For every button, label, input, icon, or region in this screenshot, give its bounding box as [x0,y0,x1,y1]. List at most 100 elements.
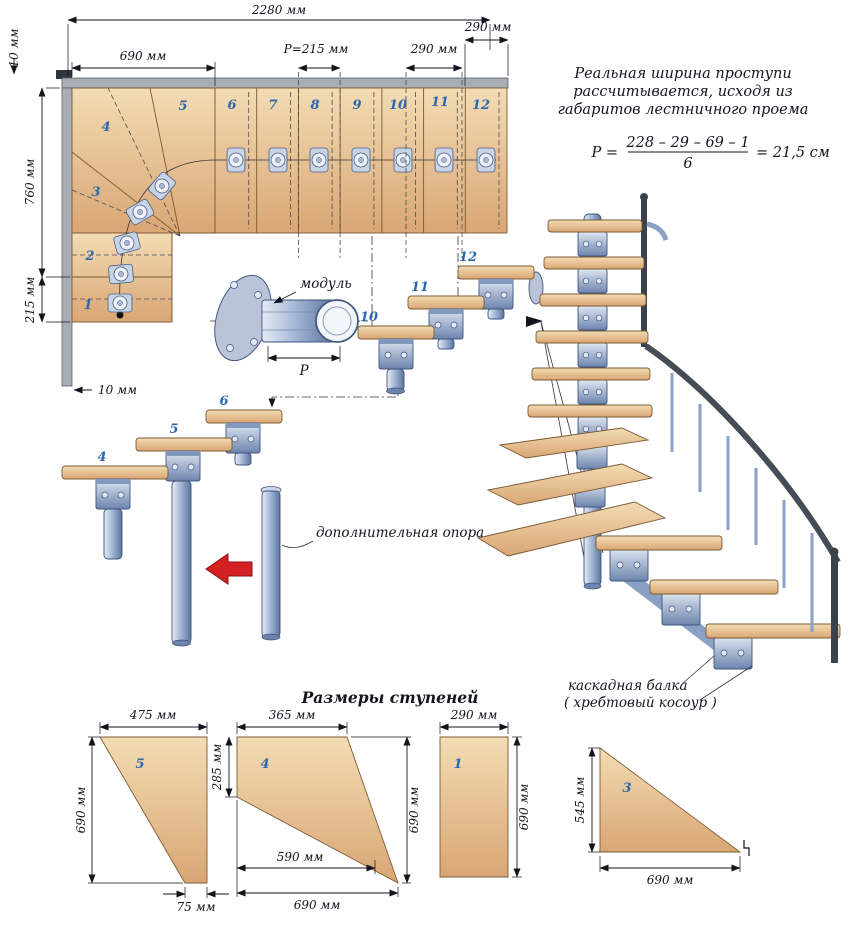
newel-post-top [641,199,647,347]
newel-post-bottom [831,555,838,663]
wall-top [61,77,509,89]
plan-step-numbers: 1 2 3 4 5 6 7 8 9 10 11 12 [83,95,490,313]
dimension-215: 215 мм [23,276,70,325]
step-number-2: 2 [84,249,94,264]
detail-number-11: 11 [411,280,429,295]
dim-290-label: 290 мм [410,42,458,56]
dimension-290: 290 мм [405,42,463,258]
size4-bottom-dim: 690 мм [294,898,341,912]
dimension-290-right: 290 мм [464,20,512,86]
walkline-start-dot [116,311,124,319]
detail-number-6: 6 [219,394,228,409]
dim-760-label: 760 мм [23,159,37,206]
size3-side-dim: 545 мм [573,777,587,824]
additional-support-label: дополнительная опора [316,525,484,541]
step-number-6: 6 [227,98,236,113]
step-number-10: 10 [389,98,407,113]
formula-denominator: 6 [683,156,692,172]
size5-side-dim: 690 мм [74,787,88,834]
module-detail: модуль Р [210,274,399,408]
tread-11 [407,295,485,310]
tread-4 [61,465,169,480]
size1-top-dim: 290 мм [450,708,498,722]
size3-number: 3 [622,781,631,796]
size4-number: 4 [260,757,269,772]
detail-steps-10-12: 12 11 10 [357,236,544,395]
step-number-9: 9 [352,98,361,113]
step-number-4: 4 [101,120,110,135]
size-step-5: 5 475 мм 690 мм 75 мм [74,708,229,914]
wall-corner [56,70,72,79]
step-number-3: 3 [91,185,100,200]
wall-left [61,87,73,387]
note-line-1: Реальная ширина проступи [573,66,791,82]
module-pipe-ring [315,299,359,343]
size4-inner-dim: 590 мм [277,850,324,864]
size5-top-dim: 475 мм [129,708,177,722]
red-arrow-icon [205,553,253,585]
column-modules [574,231,608,508]
dim-p215-label: Р=215 мм [283,42,349,56]
straight-treads [527,219,653,418]
leader-flag [526,316,543,327]
step-number-5: 5 [178,99,187,114]
railing [644,343,841,663]
formula: Р = 228 – 29 – 69 – 1 6 = 21,5 см [590,135,829,172]
note-block: Реальная ширина проступи рассчитывается,… [558,66,830,172]
formula-lhs: Р = [590,145,618,161]
wall-disc [528,271,544,305]
size4-left-dim: 285 мм [210,744,224,792]
size-step-4: 4 365 мм 285 мм 690 мм 590 мм 690 мм [210,708,421,912]
dim-10-top-label: 10 мм [7,28,21,67]
module-p-dim-label: Р [298,363,309,379]
dim-290-right-label: 290 мм [464,20,512,34]
dimension-760: 760 мм [23,87,70,278]
break-mark [743,840,750,856]
formula-result: = 21,5 см [756,145,830,161]
handrail [644,343,841,564]
detail-number-4: 4 [97,450,106,465]
tread-12 [457,265,535,280]
tread-10 [357,325,435,340]
module-label: модуль [300,276,352,292]
step-sizes: Размеры ступеней 5 475 мм 690 мм 75 мм 4… [74,688,750,914]
handrail-bracket [646,221,669,241]
plan-dimensions: 2280 мм 290 мм 690 мм Р=215 мм 290 мм [7,3,511,397]
dim-690-label: 690 мм [120,49,167,63]
step-number-7: 7 [268,98,277,113]
sizes-title: Размеры ступеней [301,688,479,707]
support-tube-main [171,480,192,644]
step-number-8: 8 [310,98,319,113]
tread-6 [205,409,283,424]
cascade-beam-label-1: каскадная балка [568,678,688,694]
cascade-beam-label-2: ( хребтовый косоур ) [564,695,717,711]
size-step-3: 3 545 мм 690 мм [573,747,750,887]
note-line-3: габаритов лестничного проема [558,102,809,118]
formula-numerator: 228 – 29 – 69 – 1 [625,135,749,151]
dimension-10-bottom: 10 мм [73,383,137,397]
size-step-1: 1 290 мм 690 мм [439,708,531,878]
note-line-2: рассчитывается, исходя из [573,84,793,100]
detail-number-5: 5 [169,422,178,437]
size3-bottom-dim: 690 мм [647,873,694,887]
detail-number-10: 10 [360,310,378,325]
dim-10-bottom-label: 10 мм [98,383,137,397]
size4-top-dim: 365 мм [269,708,316,722]
tread-5 [135,437,233,452]
size1-number: 1 [453,757,462,772]
dimension-2280: 2280 мм [67,3,491,76]
stair-3d: каскадная балка ( хребтовый косоур ) [476,193,841,711]
plan-view: 1 2 3 4 5 6 7 8 9 10 11 12 2280 мм 290 м… [7,3,511,397]
step-number-12: 12 [472,98,490,113]
size1-side-dim: 690 мм [517,784,531,831]
dimension-10-top: 10 мм [7,28,21,75]
winder-treads [476,427,667,557]
dim-215-label: 215 мм [23,277,37,325]
support-tube-short [103,508,123,560]
detail-steps-4-6: 6 5 4 дополнительная опора [61,394,484,647]
size4-right-dim: 690 мм [407,787,421,834]
step-number-11: 11 [431,95,449,110]
cascade-beam [595,535,841,670]
